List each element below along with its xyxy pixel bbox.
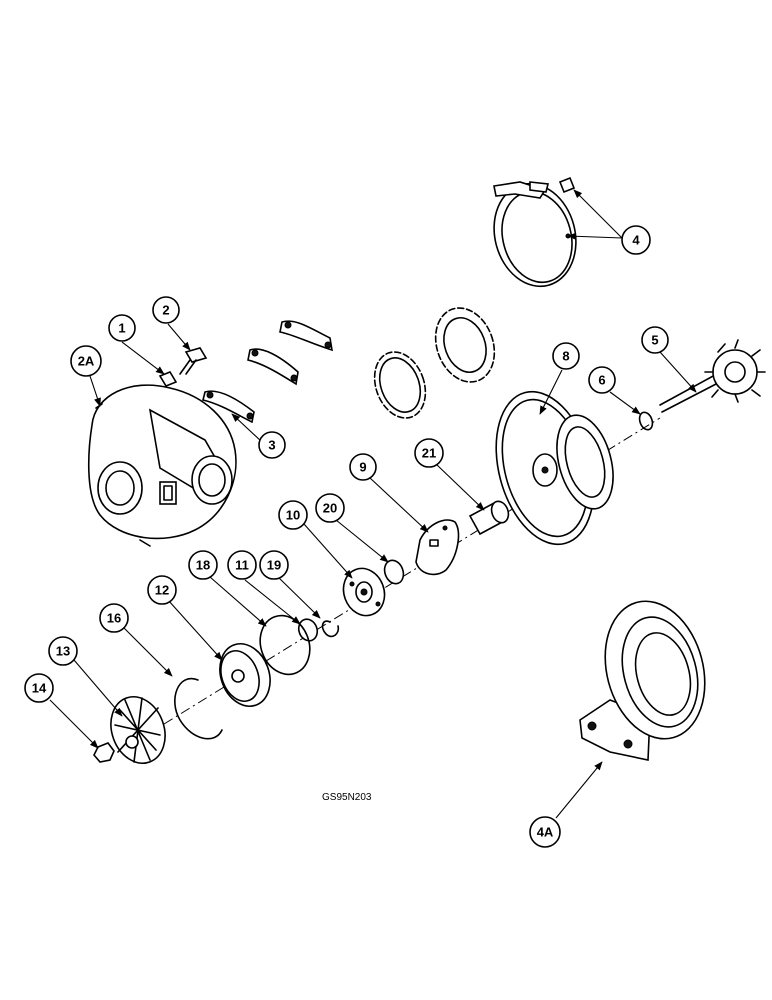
callout-4-label: 4 [632, 233, 640, 248]
callout-16-label: 16 [107, 611, 121, 626]
callout-5: 5 [641, 326, 669, 354]
callout-1-label: 1 [118, 321, 125, 336]
callout-21-label: 21 [422, 446, 436, 461]
drawing-code: GS95N203 [322, 792, 372, 803]
lock-plate [158, 371, 178, 387]
callout-3-label: 3 [268, 438, 275, 453]
callout-20-label: 20 [323, 501, 337, 516]
backplate-seals [373, 307, 496, 419]
callout-19-label: 19 [267, 558, 281, 573]
callout-9: 9 [349, 453, 377, 481]
snap-ring [321, 620, 340, 638]
callout-13: 13 [48, 636, 78, 666]
thrust-collar [342, 567, 386, 617]
callout-4: 4 [621, 225, 651, 255]
thrust-washer [383, 559, 405, 585]
callout-2a: 2A [70, 345, 102, 377]
clamp-plates [202, 320, 334, 424]
callout-2a-label: 2A [78, 354, 95, 369]
callout-11: 11 [227, 550, 257, 580]
callout-14-label: 14 [32, 681, 47, 696]
callout-6-label: 6 [598, 373, 605, 388]
callout-5-label: 5 [651, 333, 658, 348]
callout-19: 19 [259, 550, 289, 580]
piston-ring [297, 618, 319, 642]
compressor-housing [87, 384, 237, 547]
center-housing [579, 600, 706, 761]
callout-13-label: 13 [56, 644, 70, 659]
assembly-axis [129, 417, 661, 746]
callout-3: 3 [258, 431, 286, 459]
callout-2-label: 2 [162, 303, 169, 318]
callout-2: 2 [152, 296, 180, 324]
seal-plate [219, 643, 271, 707]
retaining-ring-small [638, 411, 654, 431]
v-band-clamp [493, 176, 577, 288]
callout-1: 1 [108, 314, 136, 342]
callout-18-label: 18 [196, 558, 210, 573]
callout-10-label: 10 [286, 508, 300, 523]
callout-12-label: 12 [155, 583, 169, 598]
o-ring [259, 614, 311, 676]
spacer-sleeve [468, 500, 510, 536]
callout-11-label: 11 [235, 558, 249, 573]
callout-18: 18 [188, 550, 218, 580]
wheel-nut [93, 742, 115, 763]
callout-12: 12 [147, 575, 177, 605]
callout-16: 16 [99, 603, 129, 633]
callout-9-label: 9 [359, 460, 366, 475]
callout-6: 6 [588, 366, 616, 394]
thrust-plate [415, 519, 460, 576]
callout-4a: 4A [529, 816, 561, 848]
callout-21: 21 [414, 438, 444, 468]
callout-4a-label: 4A [537, 825, 554, 840]
callout-10: 10 [278, 500, 308, 530]
leader-lines [49, 189, 697, 819]
callout-8-label: 8 [562, 349, 569, 364]
callout-20: 20 [315, 493, 345, 523]
callout-14: 14 [24, 673, 54, 703]
callout-8: 8 [552, 342, 580, 370]
compressor-wheel [110, 696, 166, 764]
bolt [179, 347, 208, 375]
turbine-wheel-shaft [659, 339, 766, 413]
backplate-housing [495, 390, 614, 546]
retaining-ring-large [174, 677, 223, 740]
